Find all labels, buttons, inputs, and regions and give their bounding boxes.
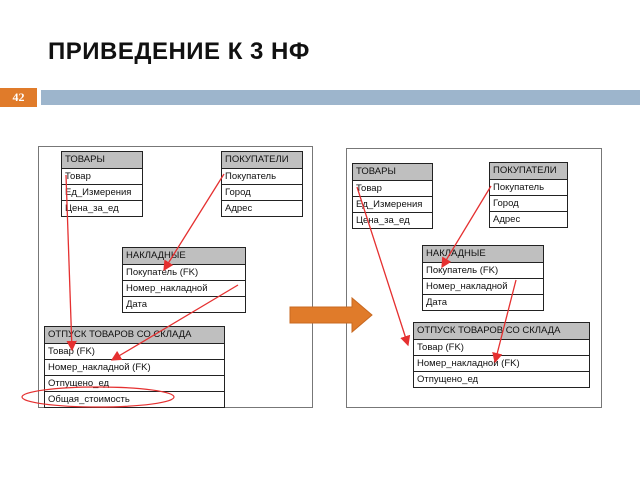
- right-table-pokupateli: ПОКУПАТЕЛИ Покупатель Город Адрес: [489, 162, 568, 228]
- table-row: Цена_за_ед: [65, 203, 119, 214]
- table-header: ТОВАРЫ: [353, 164, 432, 181]
- table-row: Товар: [62, 169, 142, 185]
- slide-header-bar: [41, 90, 640, 105]
- left-table-pokupateli: ПОКУПАТЕЛИ Покупатель Город Адрес: [221, 151, 303, 217]
- table-row: Номер_накладной (FK): [414, 356, 589, 372]
- table-row: Город: [222, 185, 302, 201]
- table-row: Покупатель: [490, 180, 567, 196]
- table-row: Отпущено_ед: [417, 374, 479, 385]
- table-row: Покупатель: [222, 169, 302, 185]
- table-row: Покупатель (FK): [123, 265, 245, 281]
- slide-accent-bar: [0, 88, 37, 107]
- slide-number: 42: [12, 90, 25, 104]
- table-row: Номер_накладной (FK): [45, 360, 224, 376]
- table-row: Дата: [426, 297, 448, 308]
- slide-title: ПРИВЕДЕНИЕ К 3 НФ: [48, 38, 310, 65]
- table-row: Покупатель (FK): [423, 263, 543, 279]
- table-header: ПОКУПАТЕЛИ: [222, 152, 302, 169]
- table-row: Адрес: [225, 203, 253, 214]
- table-row: Адрес: [493, 214, 521, 225]
- table-header: ТОВАРЫ: [62, 152, 142, 169]
- table-header: ПОКУПАТЕЛИ: [490, 163, 567, 180]
- table-row: Город: [490, 196, 567, 212]
- table-row: Номер_накладной: [423, 279, 543, 295]
- left-table-tovary: ТОВАРЫ Товар Ед_Измерения Цена_за_ед: [61, 151, 143, 217]
- table-row: Ед_Измерения: [62, 185, 142, 201]
